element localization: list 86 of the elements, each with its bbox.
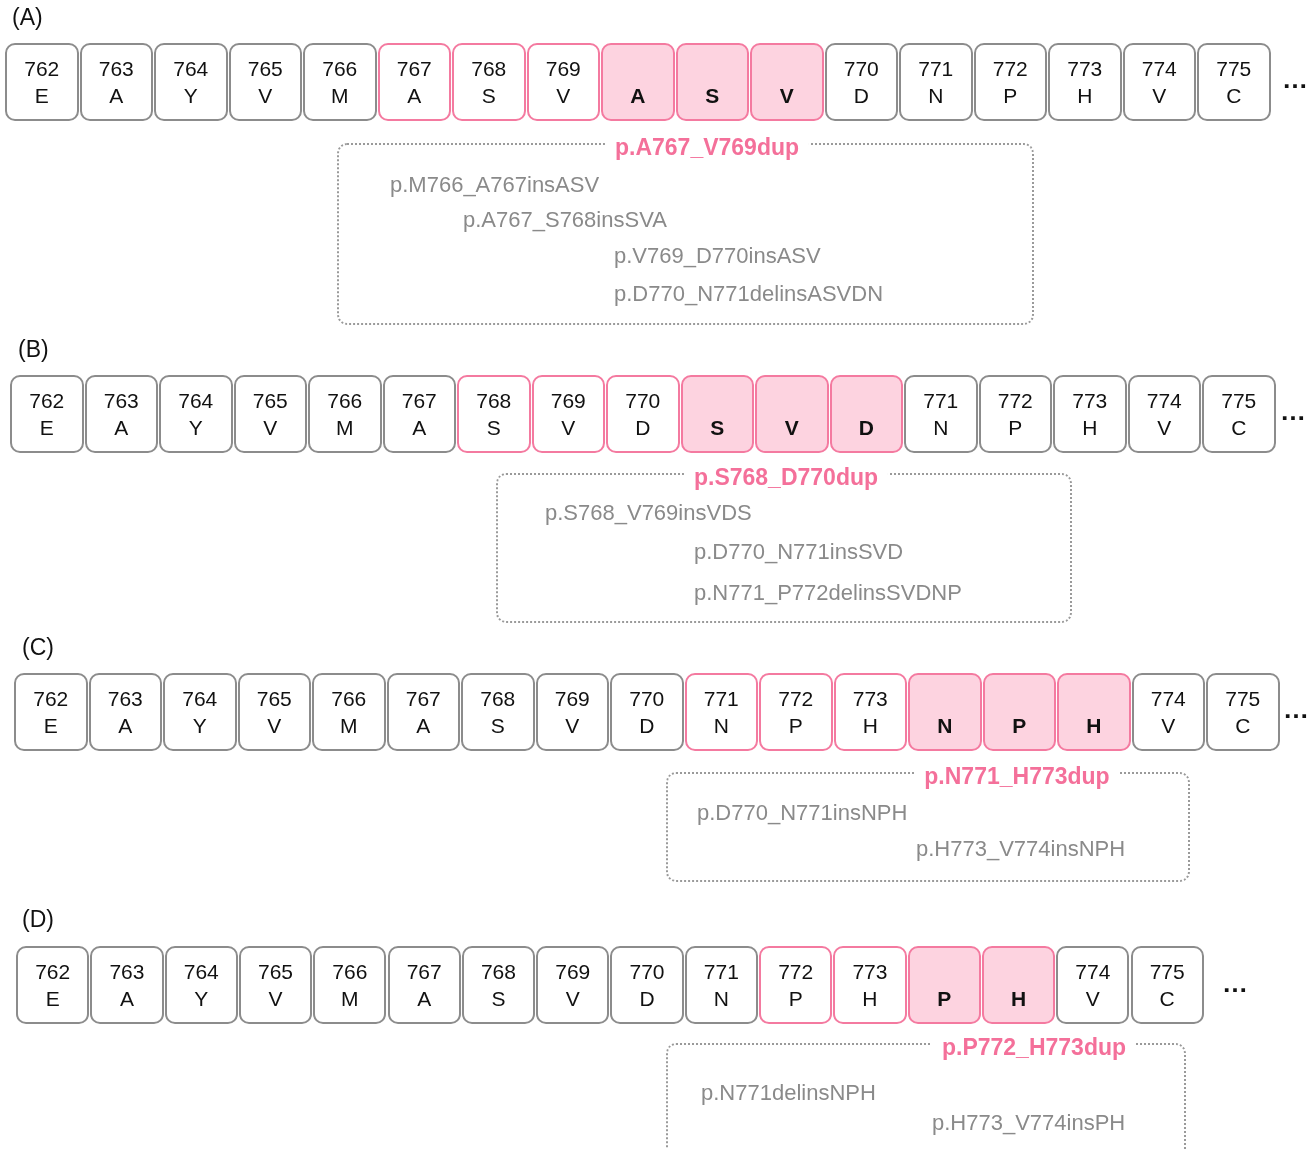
residue-box: 762 E xyxy=(5,43,79,121)
inserted-residue-box: H xyxy=(1057,673,1131,751)
panel-label: (D) xyxy=(22,906,54,933)
residue-box: 773 H xyxy=(833,673,907,751)
residue-box: 763 A xyxy=(90,946,164,1024)
residue-box: 762 E xyxy=(10,375,84,453)
residue-box: 765 V xyxy=(228,43,302,121)
inserted-residue-box: S xyxy=(675,43,749,121)
residue-box: 769 V xyxy=(536,946,610,1024)
residue-box: 766 M xyxy=(308,375,382,453)
residue-box: 770 D xyxy=(610,946,684,1024)
residue-box: 767 A xyxy=(382,375,456,453)
residue-box: 774 V xyxy=(1122,43,1196,121)
panel-label: (A) xyxy=(12,4,43,31)
residue-box: 774 V xyxy=(1131,673,1205,751)
residue-box: 775 C xyxy=(1130,946,1204,1024)
variant-name: p.S768_V769insVDS xyxy=(545,500,752,526)
residue-box: 774 V xyxy=(1056,946,1130,1024)
ellipsis: … xyxy=(1222,968,1248,999)
residue-box: 763 A xyxy=(84,375,158,453)
residue-box: 765 V xyxy=(238,946,313,1024)
inserted-residue-box: D xyxy=(829,375,903,453)
residue-box: 765 V xyxy=(233,375,307,453)
residue-box: 774 V xyxy=(1127,375,1201,453)
inserted-residue-box: V xyxy=(750,43,824,121)
residue-box: 764 Y xyxy=(164,946,238,1024)
residue-box: 766 M xyxy=(312,673,386,751)
variant-name: p.D770_N771insNPH xyxy=(697,800,908,826)
residue-box: 764 Y xyxy=(163,673,237,751)
residue-box: 767 A xyxy=(387,946,461,1024)
variant-name: p.H773_V774insPH xyxy=(932,1110,1126,1136)
residue-box: 766 M xyxy=(303,43,377,121)
residue-box: 771 N xyxy=(904,375,978,453)
residue-box: 772 P xyxy=(973,43,1047,121)
variant-name: p.D770_N771delinsASVDN xyxy=(614,281,884,307)
variant-name: p.A767_S768insSVA xyxy=(463,207,667,233)
residue-box: 775 C xyxy=(1206,673,1280,751)
variant-name: p.V769_D770insASV xyxy=(614,243,821,269)
residue-box: 764 Y xyxy=(159,375,233,453)
inserted-residue-box: S xyxy=(680,375,754,453)
residue-box: 765 V xyxy=(237,673,311,751)
residue-box: 771 N xyxy=(684,673,758,751)
residue-box: 769 V xyxy=(531,375,605,453)
residue-box: 768 S xyxy=(457,375,531,453)
inserted-residue-box: H xyxy=(981,946,1056,1024)
residue-box: 772 P xyxy=(759,673,833,751)
variant-name: p.N771_P772delinsSVDNP xyxy=(694,580,962,606)
residue-box: 763 A xyxy=(88,673,162,751)
residue-box: 773 H xyxy=(833,946,907,1024)
residue-box: 767 A xyxy=(377,43,451,121)
residue-box: 773 H xyxy=(1048,43,1122,121)
inserted-residue-box: N xyxy=(908,673,982,751)
residue-box: 767 A xyxy=(386,673,460,751)
residue-box: 762 E xyxy=(16,946,90,1024)
residue-box: 770 D xyxy=(606,375,680,453)
residue-box: 772 P xyxy=(978,375,1052,453)
residue-box: 775 C xyxy=(1202,375,1276,453)
ellipsis: … xyxy=(1280,396,1306,427)
residue-box: 769 V xyxy=(535,673,609,751)
residue-box: 766 M xyxy=(313,946,387,1024)
variant-name: p.H773_V774insNPH xyxy=(916,836,1126,862)
residue-box: 770 D xyxy=(610,673,684,751)
residue-box: 762 E xyxy=(14,673,88,751)
residue-box: 771 N xyxy=(684,946,758,1024)
residue-box: 763 A xyxy=(79,43,153,121)
residue-box: 770 D xyxy=(824,43,898,121)
residue-box: 768 S xyxy=(461,946,536,1024)
residue-box: 768 S xyxy=(461,673,535,751)
inserted-residue-box: P xyxy=(907,946,981,1024)
inserted-residue-box: A xyxy=(601,43,675,121)
panel-label: (C) xyxy=(22,634,54,661)
residue-box: 775 C xyxy=(1197,43,1271,121)
variant-name: p.D770_N771insSVD xyxy=(694,539,904,565)
residue-box: 773 H xyxy=(1053,375,1127,453)
inserted-residue-box: P xyxy=(982,673,1056,751)
variant-name: p.M766_A767insASV xyxy=(390,172,600,198)
ellipsis: … xyxy=(1283,694,1309,725)
residue-box: 768 S xyxy=(452,43,526,121)
residue-box: 771 N xyxy=(899,43,973,121)
residue-box: 772 P xyxy=(759,946,833,1024)
panel-label: (B) xyxy=(18,336,49,363)
inserted-residue-box: V xyxy=(755,375,829,453)
residue-box: 764 Y xyxy=(154,43,228,121)
ellipsis: … xyxy=(1282,64,1308,95)
residue-box: 769 V xyxy=(526,43,600,121)
variant-name: p.N771delinsNPH xyxy=(701,1080,876,1106)
